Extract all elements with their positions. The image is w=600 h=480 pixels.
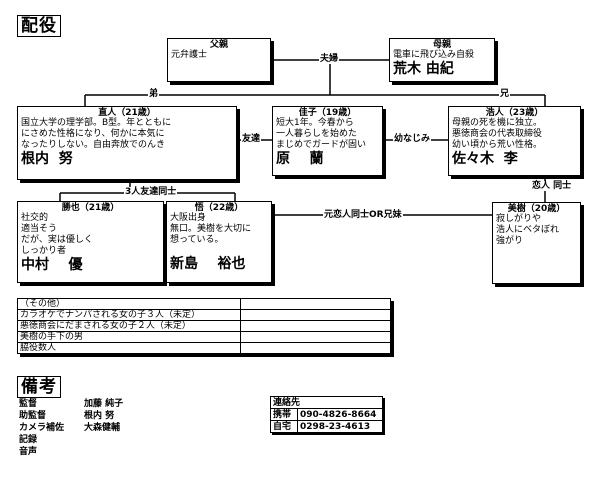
contact-label: 携帯 [270, 408, 298, 421]
younger-brother-label: 弟 [148, 89, 160, 99]
mother-header: 母親 [432, 40, 451, 50]
satoru-desc-2: 無口。美樹を大切に [170, 224, 252, 234]
katsuya-card: 勝也（21歳） 社交的 適当そう だが、実は優しく しっかり者 中村 優 [17, 201, 164, 283]
others-cell: カラオケでナンパされる女の子３人（未定） [17, 309, 241, 321]
naoto-desc-3: なったりしない。自由奔放でのんき [21, 140, 166, 150]
table-row: カラオケでナンパされる女の子３人（未定） [17, 309, 391, 321]
father-desc: 元弁護士 [171, 50, 208, 60]
miki-header: 美樹（20歳） [507, 204, 566, 214]
credit-role: 監督 [19, 399, 38, 409]
hiroto-card: 浩人（23歳） 母親の死を機に独立。 悪徳商会の代表取締役 幼い頃から荒い性格。… [448, 106, 581, 176]
credit-role: 記録 [19, 435, 38, 445]
father-header: 父親 [209, 40, 228, 50]
contact-value: 090-4826-8664 [297, 408, 383, 421]
credit-name: 根内 努 [84, 411, 115, 421]
naoto-card: 直人（21歳） 国立大学の理学部。B型。年とともに にさめた性格になり、何かに本… [17, 106, 237, 180]
others-cell: 悪徳商会にだまされる女の子２人（未定） [17, 320, 241, 332]
others-table: （その他） カラオケでナンパされる女の子３人（未定） 悪徳商会にだまされる女の子… [17, 298, 391, 354]
contact-value: 0298-23-4613 [297, 420, 383, 433]
credit-role: 助監督 [19, 411, 47, 421]
hiroto-desc-1: 母親の死を機に独立。 [452, 118, 543, 128]
mother-card: 母親 電車に飛び込み自殺 荒木 由紀 [389, 38, 495, 82]
naoto-actor: 根内 努 [21, 151, 73, 167]
credit-row: 記録 [19, 434, 123, 446]
table-row: 悪徳商会にだまされる女の子２人（未定） [17, 320, 391, 332]
satoru-desc-3: 想っている。 [170, 235, 224, 245]
credit-row: カメラ補佐 大森健輔 [19, 422, 123, 434]
miki-desc-1: 寂しがりや [496, 214, 542, 224]
katsuya-desc-3: だが、実は優しく [21, 235, 93, 245]
childhood-friends-label: 幼なじみ [393, 134, 432, 144]
credit-role: 音声 [19, 447, 38, 457]
naoto-desc-1: 国立大学の理学部。B型。年とともに [21, 118, 172, 128]
keiko-desc-3: まじめでガードが固い [276, 140, 367, 150]
contact-header-row: 連絡先 [270, 396, 383, 409]
lovers-label: 恋人 同士 [531, 181, 573, 191]
hiroto-header: 浩人（23歳） [485, 108, 544, 118]
table-row: （その他） [17, 298, 391, 310]
keiko-actor: 原 蘭 [276, 151, 324, 167]
friends-label: 友達 [241, 134, 262, 144]
keiko-card: 佳子（19歳） 短大1年。今春から 一人暮らしを始めた まじめでガードが固い 原… [272, 106, 383, 176]
katsuya-desc-2: 適当そう [21, 224, 58, 234]
trio-label: 3人友達同士 [124, 187, 178, 197]
credit-row: 助監督 根内 努 [19, 410, 123, 422]
satoru-desc-1: 大阪出身 [170, 213, 207, 223]
satoru-header: 悟（22歳） [194, 203, 244, 213]
credit-name: 加藤 純子 [84, 399, 124, 409]
others-cell: 脇役数人 [17, 342, 241, 354]
contact-header: 連絡先 [270, 396, 383, 409]
contact-label: 自宅 [270, 420, 298, 433]
naoto-header: 直人（21歳） [98, 108, 156, 118]
satoru-card: 悟（22歳） 大阪出身 無口。美樹を大切に 想っている。 新島 裕也 [166, 201, 272, 283]
others-cell: （その他） [17, 298, 241, 310]
ex-lovers-label: 元恋人同士OR兄妹 [323, 210, 403, 220]
biko-title: 備考 [17, 376, 61, 398]
hiroto-desc-2: 悪徳商会の代表取締役 [452, 129, 543, 139]
keiko-header: 佳子（19歳） [298, 108, 357, 118]
miki-card: 美樹（20歳） 寂しがりや 浩人にベタぼれ 強がり [492, 202, 581, 284]
older-brother-label: 兄 [499, 89, 511, 99]
miki-desc-2: 浩人にベタぼれ [496, 225, 560, 235]
credit-role: カメラ補佐 [19, 423, 65, 433]
hiroto-actor: 佐々木 李 [452, 151, 518, 167]
katsuya-desc-1: 社交的 [21, 213, 49, 223]
credit-row: 監督 加藤 純子 [19, 398, 123, 410]
staff-credits: 監督 加藤 純子 助監督 根内 努 カメラ補佐 大森健輔 記録 音声 [19, 398, 123, 458]
satoru-actor: 新島 裕也 [170, 256, 246, 272]
keiko-desc-2: 一人暮らしを始めた [276, 129, 358, 139]
others-cell: 美樹の手下の男 [17, 331, 241, 343]
table-row: 美樹の手下の男 [17, 331, 391, 343]
cast-title: 配役 [17, 15, 61, 37]
katsuya-actor: 中村 優 [21, 257, 83, 273]
katsuya-header: 勝也（21歳） [61, 203, 120, 213]
credit-row: 音声 [19, 446, 123, 458]
father-card: 父親 元弁護士 [167, 38, 271, 82]
couple-label: 夫婦 [319, 54, 340, 64]
miki-desc-3: 強がり [496, 236, 524, 246]
credit-name: 大森健輔 [84, 423, 121, 433]
hiroto-desc-3: 幼い頃から荒い性格。 [452, 140, 543, 150]
mother-desc: 電車に飛び込み自殺 [393, 50, 475, 60]
table-row: 脇役数人 [17, 342, 391, 354]
katsuya-desc-4: しっかり者 [21, 246, 67, 256]
keiko-desc-1: 短大1年。今春から [276, 118, 354, 128]
mother-actor: 荒木 由紀 [393, 61, 454, 77]
naoto-desc-2: にさめた性格になり、何かに本気に [21, 129, 165, 139]
